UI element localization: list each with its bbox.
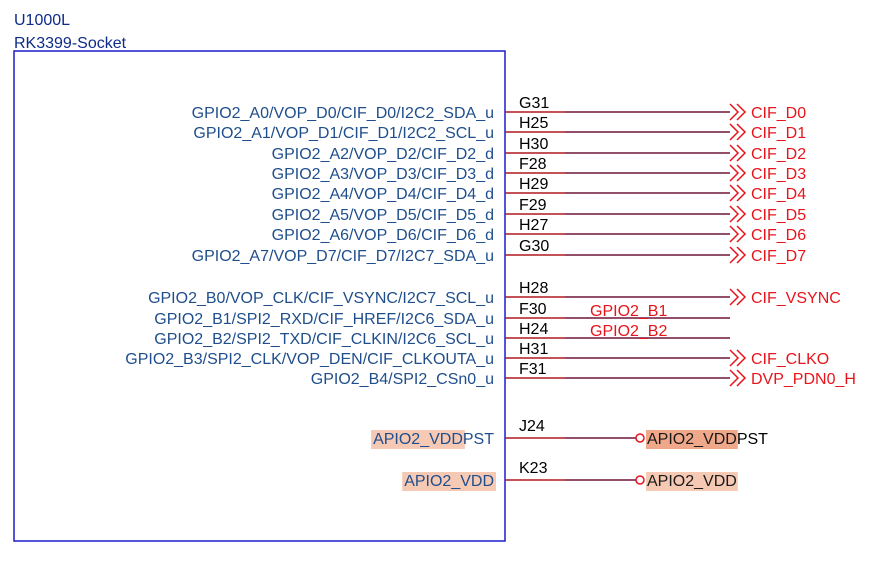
pin-row: GPIO2_B0/VOP_CLK/CIF_VSYNC/I2C7_SCL_u H28… (148, 280, 841, 307)
pin-name: GPIO2_A3/VOP_D3/CIF_D3_d (272, 166, 494, 183)
power-pin-name-highlight: APIO2_VDD (404, 473, 494, 490)
port-arrow-icon (736, 225, 747, 243)
port-arrow-icon (736, 184, 747, 202)
component-body (13, 50, 506, 542)
net-port-label: CIF_D5 (751, 207, 806, 224)
pin-name: GPIO2_B4/SPI2_CSn0_u (311, 371, 494, 388)
port-arrow-icon (729, 349, 740, 367)
highlight-box (646, 472, 738, 491)
net-port-label: CIF_D0 (751, 105, 806, 122)
port-arrow-icon (729, 184, 740, 202)
power-net-label: APIO2_VDD (647, 473, 737, 490)
port-arrow-icon (736, 246, 747, 264)
port-arrow-icon (729, 369, 740, 387)
pin-number: G30 (519, 238, 549, 255)
pin-number: H24 (519, 321, 548, 338)
power-pin-name: APIO2_VDDPST (373, 431, 494, 448)
power-pin-name: APIO2_VDD (404, 473, 494, 490)
pin-number: F30 (519, 301, 547, 318)
pin-name: GPIO2_B3/SPI2_CLK/VOP_DEN/CIF_CLKOUTA_u (125, 351, 494, 368)
port-arrow-icon (736, 144, 747, 162)
pin-name: GPIO2_B2/SPI2_TXD/CIF_CLKIN/I2C6_SCL_u (154, 331, 494, 348)
port-arrow-icon (729, 103, 740, 121)
port-arrow-icon (736, 288, 747, 306)
pin-number: H31 (519, 341, 548, 358)
net-port-label: DVP_PDN0_H (751, 371, 856, 388)
port-arrow-icon (736, 103, 747, 121)
net-port-label: CIF_D1 (751, 125, 806, 142)
pin-name: GPIO2_B1/SPI2_RXD/CIF_HREF/I2C6_SDA_u (154, 311, 494, 328)
port-arrow-icon (729, 288, 740, 306)
pin-name: GPIO2_A2/VOP_D2/CIF_D2_d (272, 146, 494, 163)
pin-number: G31 (519, 95, 549, 112)
port-arrow-icon (736, 123, 747, 141)
net-port-label: CIF_VSYNC (751, 290, 841, 307)
pin-number: F31 (519, 361, 547, 378)
pin-name: GPIO2_B0/VOP_CLK/CIF_VSYNC/I2C7_SCL_u (148, 290, 494, 307)
port-arrow-icon (736, 369, 747, 387)
power-net-label: APIO2_VDDPST (647, 431, 768, 448)
pin-row: GPIO2_B2/SPI2_TXD/CIF_CLKIN/I2C6_SCL_u H2… (154, 321, 730, 348)
port-arrow-icon (729, 205, 740, 223)
pin-row: GPIO2_B1/SPI2_RXD/CIF_HREF/I2C6_SDA_u F30… (154, 301, 730, 328)
pin-name: GPIO2_A0/VOP_D0/CIF_D0/I2C2_SDA_u (192, 105, 494, 122)
port-arrow-icon (729, 144, 740, 162)
pin-number: H25 (519, 115, 548, 132)
pin-row: GPIO2_B3/SPI2_CLK/VOP_DEN/CIF_CLKOUTA_u H… (125, 341, 829, 368)
power-pin-name-suffix: PST (463, 431, 494, 448)
port-arrow-icon (736, 164, 747, 182)
net-port-label: CIF_D6 (751, 227, 806, 244)
highlight-box (402, 472, 496, 491)
pin-number: F28 (519, 156, 547, 173)
port-arrow-icon (736, 349, 747, 367)
pin-row: GPIO2_A7/VOP_D7/CIF_D7/I2C7_SDA_u G30CIF_… (192, 238, 807, 265)
pin-number: K23 (519, 460, 548, 477)
pin-name: GPIO2_A4/VOP_D4/CIF_D4_d (272, 186, 494, 203)
net-label: GPIO2_B2 (590, 323, 667, 340)
power-port-circle-icon (635, 433, 645, 443)
highlight-box (371, 430, 465, 449)
port-arrow-icon (729, 164, 740, 182)
pin-number: H30 (519, 136, 548, 153)
pin-row: GPIO2_A0/VOP_D0/CIF_D0/I2C2_SDA_u G31CIF_… (192, 95, 807, 122)
net-port-label: CIF_D2 (751, 146, 806, 163)
pin-row: GPIO2_A1/VOP_D1/CIF_D1/I2C2_SCL_u H25CIF_… (193, 115, 806, 142)
port-arrow-icon (729, 123, 740, 141)
pin-number: H27 (519, 217, 548, 234)
port-arrow-icon (729, 225, 740, 243)
net-label: GPIO2_B1 (590, 303, 667, 320)
pin-name: GPIO2_A6/VOP_D6/CIF_D6_d (272, 227, 494, 244)
power-port-circle-icon (635, 475, 645, 485)
net-port-label: CIF_CLKO (751, 351, 829, 368)
power-net-label-suffix: PST (737, 431, 768, 448)
port-arrow-icon (736, 205, 747, 223)
net-port-label: CIF_D7 (751, 248, 806, 265)
component-designator: U1000L (14, 12, 70, 29)
power-net-label-highlight: APIO2_VDD (647, 431, 737, 448)
pin-number: H29 (519, 176, 548, 193)
net-port-label: CIF_D4 (751, 186, 806, 203)
pin-name: GPIO2_A7/VOP_D7/CIF_D7/I2C7_SDA_u (192, 248, 494, 265)
net-port-label: CIF_D3 (751, 166, 806, 183)
pin-name: GPIO2_A5/VOP_D5/CIF_D5_d (272, 207, 494, 224)
power-net-label-highlight: APIO2_VDD (647, 473, 737, 490)
pin-number: F29 (519, 197, 547, 214)
component-part-name: RK3399-Socket (14, 35, 127, 52)
pin-number: J24 (519, 418, 545, 435)
power-pin-name-highlight: APIO2_VDD (373, 431, 463, 448)
highlight-box (646, 430, 738, 449)
pin-name: GPIO2_A1/VOP_D1/CIF_D1/I2C2_SCL_u (193, 125, 494, 142)
port-arrow-icon (729, 246, 740, 264)
pin-number: H28 (519, 280, 548, 297)
